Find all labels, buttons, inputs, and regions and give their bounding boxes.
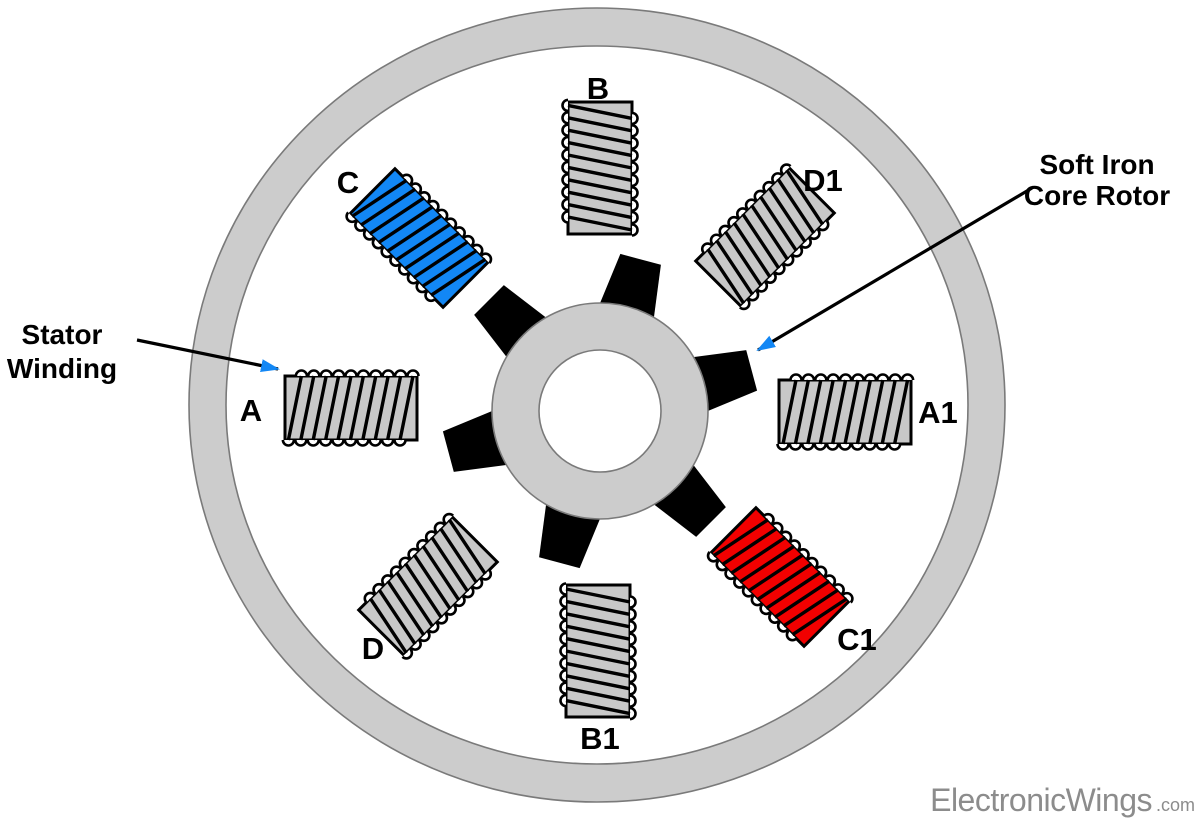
callout-rotor: Soft Iron Core Rotor	[756, 149, 1170, 352]
callout-stator-line1: Stator	[22, 319, 103, 350]
rotor-shaft-hole	[538, 349, 662, 473]
watermark-brand: ElectronicWings	[930, 782, 1152, 818]
rotor	[442, 253, 758, 569]
callout-rotor-line2: Core Rotor	[1024, 180, 1170, 211]
callout-stator-winding: Stator Winding	[7, 319, 280, 384]
pole-label-C1: C1	[837, 622, 877, 657]
winding-B	[560, 98, 640, 238]
pole-labels: A A1 B B1 C C1 D D1	[240, 71, 958, 756]
pole-label-B: B	[587, 71, 609, 106]
stator-winding-arrow	[136, 338, 280, 372]
winding-B1	[558, 581, 638, 721]
watermark: ElectronicWings .com	[930, 782, 1195, 818]
callout-rotor-line1: Soft Iron	[1039, 149, 1154, 180]
pole-label-B1: B1	[580, 721, 620, 756]
winding-A	[281, 368, 421, 448]
watermark-suffix: .com	[1156, 795, 1195, 815]
callout-stator-line2: Winding	[7, 353, 117, 384]
pole-label-D: D	[362, 631, 384, 666]
pole-label-A1: A1	[918, 395, 958, 430]
rotor-arrow	[756, 186, 1033, 352]
pole-label-D1: D1	[803, 163, 843, 198]
pole-label-C: C	[337, 165, 359, 200]
winding-A1	[775, 372, 915, 452]
pole-label-A: A	[240, 393, 262, 428]
